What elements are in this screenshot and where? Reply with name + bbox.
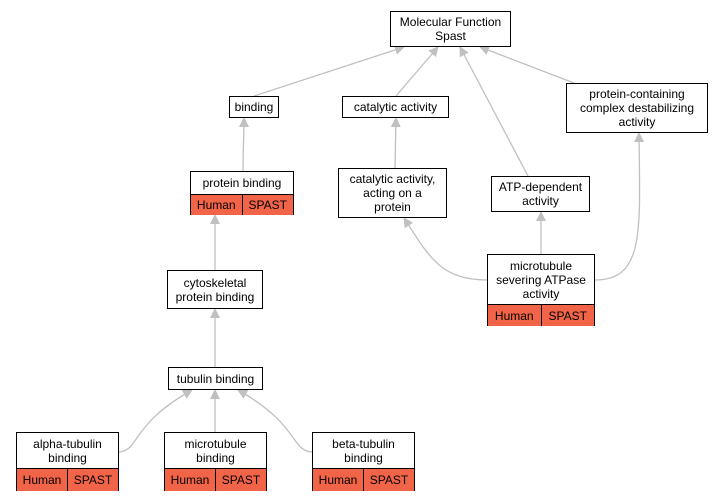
- node-alpha-tubulin-binding[interactable]: alpha-tubulin binding Human SPAST: [16, 432, 119, 491]
- node-cytoskeletal-protein-binding[interactable]: cytoskeletal protein binding: [167, 270, 263, 309]
- node-label: beta-tubulin binding: [332, 436, 395, 465]
- annotation-row: Human SPAST: [313, 468, 414, 491]
- edge-protein-binding-to-binding: [238, 117, 249, 172]
- node-atp-dependent-activity[interactable]: ATP-dependent activity: [491, 176, 590, 212]
- annotation-row: Human SPAST: [165, 468, 266, 491]
- gene-badge: SPAST: [241, 195, 293, 215]
- edge-alpha-tubulin-to-tubulin: [118, 389, 193, 453]
- node-label: protein binding: [202, 176, 282, 190]
- species-badge: Human: [165, 469, 215, 491]
- node-label: Molecular Function Spast: [399, 15, 502, 43]
- species-badge: Human: [17, 469, 67, 491]
- edge-microtubule-severing-to-catalytic-protein: [403, 217, 488, 281]
- annotation-row: Human SPAST: [17, 468, 118, 491]
- node-binding[interactable]: binding: [229, 96, 279, 118]
- node-label: catalytic activity: [353, 100, 438, 114]
- node-label: microtubule binding: [184, 436, 247, 465]
- node-label: tubulin binding: [176, 371, 255, 386]
- gene-badge: SPAST: [363, 469, 414, 491]
- node-catalytic-activity-acting-on-a-protein[interactable]: catalytic activity, acting on a protein: [338, 168, 447, 218]
- edge-catalytic-protein-to-catalytic: [390, 117, 401, 169]
- edge-microtubule-severing-to-complex-destab: [594, 132, 645, 281]
- node-microtubule-severing-atpase-activity[interactable]: microtubule severing ATPase activity Hum…: [487, 254, 595, 326]
- species-badge: Human: [313, 469, 363, 491]
- node-protein-containing-complex-destabilizing-activity[interactable]: protein-containing complex destabilizing…: [566, 83, 708, 133]
- node-tubulin-binding[interactable]: tubulin binding: [168, 367, 263, 390]
- species-badge: Human: [488, 305, 541, 326]
- node-beta-tubulin-binding[interactable]: beta-tubulin binding Human SPAST: [312, 432, 415, 491]
- edge-beta-tubulin-to-tubulin: [237, 389, 313, 453]
- node-label: alpha-tubulin binding: [33, 436, 102, 465]
- annotation-row: Human SPAST: [191, 194, 293, 215]
- edge-complex-destab-to-root: [479, 45, 575, 84]
- edge-binding-to-root: [253, 45, 405, 97]
- node-microtubule-binding[interactable]: microtubule binding Human SPAST: [164, 432, 267, 491]
- node-label: ATP-dependent activity: [498, 180, 583, 208]
- edge-catalytic-to-root: [395, 46, 439, 97]
- node-label: binding: [234, 100, 274, 114]
- species-badge: Human: [191, 195, 242, 215]
- gene-badge: SPAST: [540, 305, 594, 326]
- edge-atp-dependent-to-root: [459, 46, 529, 177]
- node-label: protein-containing complex destabilizing…: [579, 87, 695, 129]
- node-catalytic-activity[interactable]: catalytic activity: [342, 96, 449, 118]
- node-molecular-function[interactable]: Molecular Function Spast: [390, 11, 511, 47]
- annotation-row: Human SPAST: [488, 304, 594, 326]
- node-label: catalytic activity, acting on a protein: [349, 172, 436, 214]
- gene-badge: SPAST: [67, 469, 118, 491]
- node-label: microtubule severing ATPase activity: [496, 258, 586, 301]
- node-label: cytoskeletal protein binding: [175, 275, 255, 304]
- gene-badge: SPAST: [215, 469, 266, 491]
- node-protein-binding[interactable]: protein binding Human SPAST: [190, 171, 294, 215]
